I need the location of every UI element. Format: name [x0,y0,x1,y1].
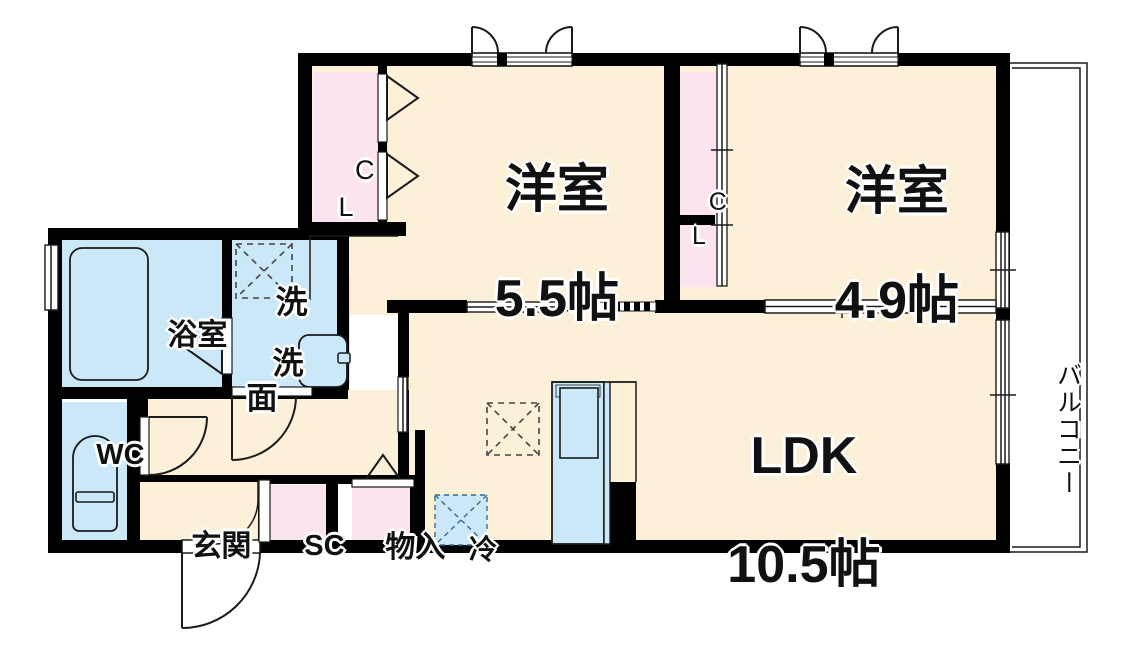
bathroom-door [182,317,233,376]
range-hood-symbol [486,402,540,456]
window-bathroom [44,244,59,311]
storage-folding-door [351,453,415,488]
sliding-door-bedroom49-ldk [764,296,997,318]
window-bedroom-49 [799,26,899,67]
sliding-door-bedroom55-ldk [466,301,657,313]
window-bedroom-55 [471,26,573,67]
interior-outlines [309,235,398,300]
shoe-closet-door [258,479,271,543]
hall-ldk-door [397,376,409,433]
toilet-fixture [72,435,118,532]
closet-fills [268,72,717,547]
wc-door [139,416,208,476]
closet1-folding-doors [377,73,420,221]
balcony-area [1007,62,1088,553]
genkan-step [213,482,259,545]
fridge-symbol [434,494,488,546]
washer-symbol [235,243,293,299]
kitchen-counter [551,381,637,545]
closet2-sliding-door [711,63,733,287]
vanity-sink [298,334,351,388]
balcony-sliding-windows [990,231,1016,465]
entrance-door [181,539,261,629]
bathtub [69,247,149,381]
washroom-door [231,386,313,461]
